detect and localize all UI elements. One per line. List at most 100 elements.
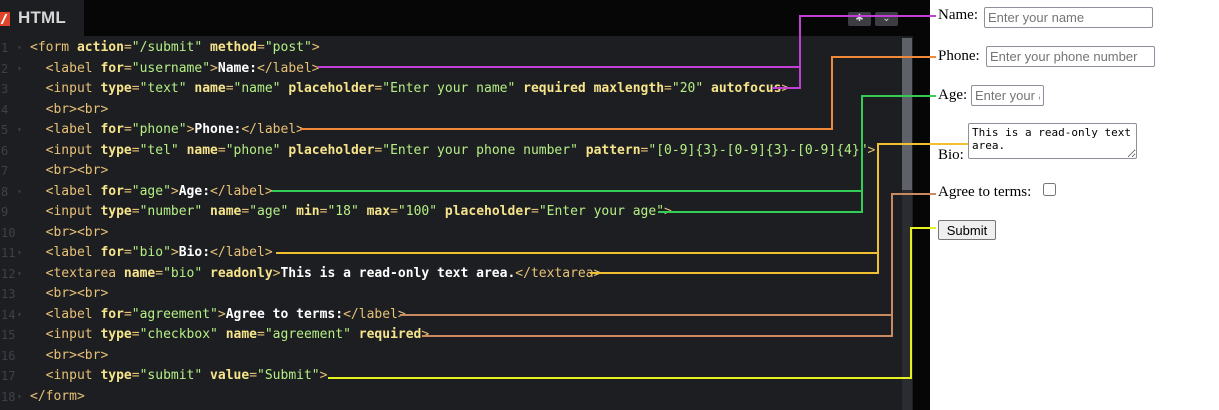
- code-line: <br><br>: [30, 284, 109, 304]
- code-token: </label>: [210, 245, 273, 260]
- line-number: 1▾: [0, 38, 28, 58]
- age-input[interactable]: [971, 85, 1044, 106]
- code-token: [288, 204, 296, 219]
- code-line: </form>: [30, 387, 85, 407]
- code-token: "Enter your phone number": [382, 142, 578, 158]
- code-token: "100": [397, 204, 438, 219]
- code-token: [351, 327, 359, 342]
- code-token: name: [186, 142, 218, 158]
- code-line: <br><br>: [30, 161, 109, 181]
- code-line: <input type="text" name="name" placehold…: [30, 79, 790, 99]
- agree-label: Agree to terms:: [938, 184, 1032, 200]
- line-number: 4: [0, 100, 28, 120]
- code-token: =: [217, 142, 226, 158]
- code-token: =: [241, 204, 250, 219]
- code-token: =: [131, 142, 140, 158]
- fold-arrow-icon[interactable]: ▾: [17, 391, 22, 401]
- code-token: >: [867, 142, 876, 158]
- gear-icon: ✱: [855, 13, 864, 24]
- code-token: method: [210, 40, 258, 55]
- code-token: value: [210, 368, 250, 383]
- code-token: =: [155, 265, 164, 281]
- editor-tab[interactable]: HTML: [0, 0, 84, 36]
- code-token: placeholder: [444, 204, 531, 219]
- code-token: "phone": [131, 122, 187, 137]
- submit-button[interactable]: Submit: [938, 220, 996, 240]
- code-token: =: [123, 306, 132, 322]
- code-token: <br><br>: [30, 347, 109, 363]
- code-token: Bio:: [178, 245, 211, 260]
- code-line: <label for="username">Name:</label>: [30, 59, 320, 79]
- code-token: >: [272, 265, 281, 281]
- code-token: =: [131, 81, 140, 96]
- fold-arrow-icon[interactable]: ▾: [17, 125, 22, 134]
- code-token: min: [296, 204, 320, 219]
- age-label: Age:: [938, 87, 968, 103]
- code-token: "text": [139, 81, 187, 96]
- code-token: "number": [139, 204, 203, 219]
- code-token: [578, 143, 586, 158]
- fold-arrow-icon[interactable]: ▾: [17, 268, 22, 278]
- code-token: name: [194, 81, 226, 96]
- line-number-text: 17: [1, 369, 16, 383]
- line-number-text: 1: [1, 41, 9, 55]
- code-token: required: [358, 327, 422, 342]
- code-token: max: [366, 204, 391, 219]
- code-token: action: [76, 40, 124, 55]
- fold-arrow-icon[interactable]: ▾: [17, 248, 22, 257]
- code-token: </label>: [241, 122, 304, 137]
- code-token: =: [123, 122, 132, 137]
- code-token: "agreement": [131, 306, 218, 322]
- code-token: for: [100, 306, 124, 322]
- line-number-text: 3: [1, 82, 9, 96]
- code-token: for: [100, 122, 124, 137]
- code-token: [437, 204, 445, 219]
- line-number: 13: [0, 284, 28, 304]
- fold-arrow-icon[interactable]: ▾: [17, 309, 22, 319]
- code-token: >: [170, 183, 179, 199]
- code-token: <input: [30, 368, 101, 383]
- fold-arrow-icon[interactable]: ▾: [17, 63, 22, 73]
- settings-button[interactable]: ✱: [848, 12, 871, 26]
- code-token: [179, 143, 187, 158]
- code-line: <label for="age">Age:</label>: [30, 182, 273, 202]
- code-token: for: [100, 245, 124, 260]
- line-number-text: 7: [1, 164, 9, 178]
- line-number-text: 12: [1, 266, 16, 281]
- phone-input[interactable]: [986, 46, 1155, 67]
- code-token: >: [186, 122, 195, 137]
- agree-checkbox[interactable]: [1043, 183, 1056, 196]
- code-token: >: [170, 245, 179, 260]
- code-token: <br><br>: [30, 286, 109, 301]
- code-token: This is a read-only text area.: [280, 265, 516, 281]
- line-number-text: 8: [1, 184, 9, 199]
- line-number: 10: [0, 223, 28, 243]
- name-input[interactable]: [984, 7, 1153, 28]
- code-token: maxlength: [593, 81, 665, 96]
- code-token: <label: [30, 183, 101, 199]
- collapse-button[interactable]: ⌄: [875, 12, 898, 26]
- code-token: type: [100, 327, 132, 342]
- editor-header: HTML ✱ ⌄: [0, 0, 930, 36]
- editor-scrollbar-thumb[interactable]: [902, 38, 912, 190]
- line-number: 15: [0, 325, 28, 345]
- code-token: <label: [30, 245, 101, 260]
- code-token: =: [131, 327, 140, 342]
- code-token: </form>: [30, 388, 85, 404]
- code-token: [202, 204, 210, 219]
- fold-arrow-icon[interactable]: ▾: [17, 43, 22, 52]
- code-token: type: [100, 142, 132, 158]
- code-token: required: [523, 81, 586, 96]
- bio-textarea[interactable]: This is a read-only text area.: [968, 123, 1137, 159]
- code-token: name: [123, 265, 156, 281]
- code-token: </label>: [343, 306, 406, 322]
- code-token: =: [131, 204, 140, 219]
- code-token: =: [257, 40, 265, 55]
- code-token: "tel": [139, 142, 179, 158]
- code-token: <input: [30, 327, 101, 342]
- fold-arrow-icon[interactable]: ▾: [17, 186, 22, 196]
- code-token: =: [225, 81, 234, 96]
- line-number-text: 5: [1, 123, 9, 137]
